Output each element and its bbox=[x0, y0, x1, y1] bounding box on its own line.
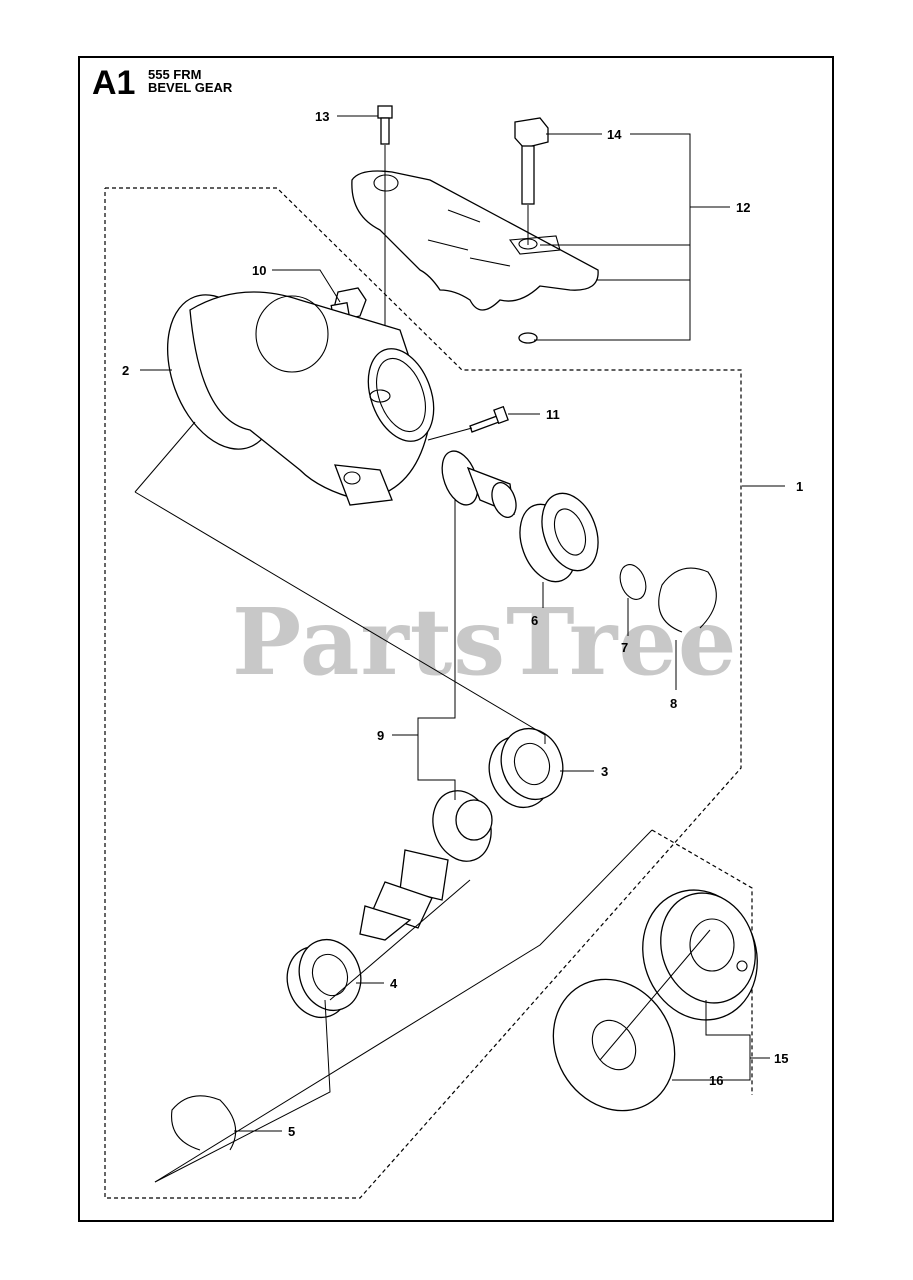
callout-1: 1 bbox=[796, 479, 803, 494]
callout-12: 12 bbox=[736, 200, 750, 215]
callout-5: 5 bbox=[288, 1124, 295, 1139]
callout-7: 7 bbox=[621, 640, 628, 655]
part-14-bolt bbox=[514, 117, 549, 205]
part-15-flange bbox=[642, 889, 758, 1021]
part-13-screw bbox=[377, 105, 393, 145]
callout-10: 10 bbox=[252, 263, 266, 278]
callout-8: 8 bbox=[670, 696, 677, 711]
part-2-gear-housing bbox=[166, 291, 435, 506]
part-12-clamp bbox=[351, 170, 599, 311]
callout-9: 9 bbox=[377, 728, 384, 743]
callout-14: 14 bbox=[607, 127, 622, 142]
callout-3: 3 bbox=[601, 764, 608, 779]
callout-13: 13 bbox=[315, 109, 329, 124]
part-3-bearing bbox=[488, 727, 564, 809]
callout-6: 6 bbox=[531, 613, 538, 628]
part-16-washer bbox=[552, 978, 676, 1112]
part-4-bearing bbox=[286, 938, 362, 1019]
callout-2: 2 bbox=[122, 363, 129, 378]
callout-15: 15 bbox=[774, 1051, 788, 1066]
part-11-screw bbox=[469, 405, 509, 433]
part-8-circlip bbox=[658, 567, 717, 633]
callout-16: 16 bbox=[709, 1073, 723, 1088]
clamp-washer bbox=[518, 332, 538, 344]
bevel-gear-shaft bbox=[359, 790, 493, 941]
part-7-retaining-ring bbox=[619, 564, 647, 600]
page-code: A1 bbox=[92, 64, 136, 102]
assembly-name: BEVEL GEAR bbox=[148, 80, 233, 95]
callout-4: 4 bbox=[390, 976, 398, 991]
part-6-bearing bbox=[519, 492, 599, 583]
assembly-15-boundary bbox=[651, 829, 753, 1095]
part-5-circlip bbox=[171, 1095, 237, 1151]
diagram-frame bbox=[78, 56, 834, 1222]
callout-11: 11 bbox=[546, 407, 560, 422]
watermark: PartsTree bbox=[232, 588, 738, 696]
part-9-pinion bbox=[441, 450, 517, 518]
model-name: 555 FRM bbox=[148, 67, 202, 82]
